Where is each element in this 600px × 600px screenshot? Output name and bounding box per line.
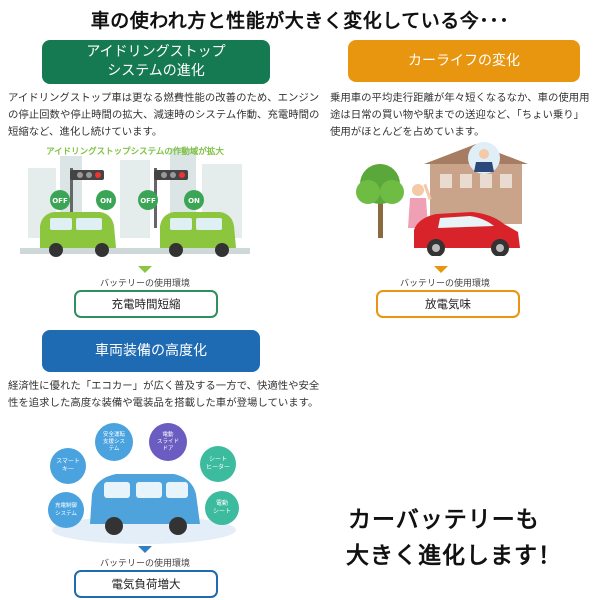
car-life-illustration xyxy=(356,142,528,256)
bubble-safety-line1: 安全運転 xyxy=(103,430,126,438)
bubble-heater-line2: ヒーター xyxy=(206,463,230,471)
bubble-power-slide-door: 電動 スライド ドア xyxy=(149,423,187,461)
equipment-env-box: 電気負荷増大 xyxy=(74,570,218,598)
idle-stop-title-pill: アイドリングストップ システムの進化 xyxy=(42,40,270,84)
bubble-safety-line3: テム xyxy=(109,445,120,452)
bubble-smart-key-line2: キー xyxy=(62,466,74,473)
idle-stop-env-value: 充電時間短縮 xyxy=(111,297,181,311)
bubble-seat-line2: シート xyxy=(213,508,231,515)
bubble-safety-line2: 支援シス xyxy=(103,437,125,445)
equipment-env-value: 電気負荷増大 xyxy=(111,577,181,591)
bubble-door-line1: 電動 xyxy=(162,430,174,438)
businessman-waving xyxy=(468,142,500,174)
equipment-title: 車両装備の高度化 xyxy=(95,342,207,359)
closing-line1: カーバッテリーも xyxy=(348,507,540,533)
car-life-description: 乗用車の平均走行距離が年々短くなるなか、車の使用用途は日常の買い物や駅までの送迎… xyxy=(330,92,590,138)
green-car-left xyxy=(40,212,116,257)
car-life-arrow xyxy=(434,266,448,273)
off-badge-right: OFF xyxy=(138,190,158,210)
bubble-door-line3: ドア xyxy=(162,445,174,452)
idle-stop-arrow xyxy=(138,266,152,273)
idle-stop-illustration: アイドリングストップシステムの作動域が拡大 OFF ON OFF ON xyxy=(20,146,250,257)
idle-stop-title-line1: アイドリングストップ xyxy=(86,44,226,60)
off-badge-text: OFF xyxy=(140,197,156,205)
off-badge-text: OFF xyxy=(52,197,68,205)
idle-stop-title-line2: システムの進化 xyxy=(107,63,205,79)
idle-stop-banner: アイドリングストップシステムの作動域が拡大 xyxy=(46,146,224,157)
idle-stop-env-label: バッテリーの使用環境 xyxy=(99,279,190,289)
on-badge-right: ON xyxy=(184,190,204,210)
car-life-title-pill: カーライフの変化 xyxy=(348,40,580,82)
equipment-arrow xyxy=(138,546,152,553)
equipment-illustration: スマート キー 安全運転 支援シス テム 電動 スライド ドア シート ヒーター… xyxy=(48,423,239,544)
on-badge-left: ON xyxy=(96,190,116,210)
page-title: 車の使われ方と性能が大きく変化している今･･･ xyxy=(90,10,510,32)
bubble-seat-line1: 電動 xyxy=(216,499,228,507)
equipment-title-pill: 車両装備の高度化 xyxy=(42,330,260,372)
car-life-env-value: 放電気味 xyxy=(425,297,471,311)
equipment-description: 経済性に優れた「エコカー」が広く普及する一方で、快適性や安全性を追求した高度な装… xyxy=(8,380,320,409)
equipment-env-label: バッテリーの使用環境 xyxy=(99,559,190,569)
bubble-safety-support: 安全運転 支援シス テム xyxy=(95,423,133,461)
tree xyxy=(356,164,404,238)
bubble-charge-control: 充電制御 システム xyxy=(48,492,84,528)
red-car xyxy=(414,212,520,256)
on-badge-text: ON xyxy=(188,197,200,205)
off-badge-left: OFF xyxy=(50,190,70,210)
green-car-right xyxy=(160,212,236,257)
car-life-env-box: 放電気味 xyxy=(376,290,520,318)
bubble-smart-key-line1: スマート xyxy=(56,458,80,465)
bubble-smart-key: スマート キー xyxy=(50,448,86,484)
traffic-light-left xyxy=(70,168,104,228)
bubble-charge-line1: 充電制御 xyxy=(55,501,78,509)
car-life-env-label: バッテリーの使用環境 xyxy=(399,279,490,289)
car-life-title: カーライフの変化 xyxy=(408,52,520,69)
on-badge-text: ON xyxy=(100,197,112,205)
closing-line2: 大きく進化します！ xyxy=(346,543,562,569)
bubble-seat-heater: シート ヒーター xyxy=(200,446,236,482)
bubble-door-line2: スライド xyxy=(157,438,179,445)
bubble-charge-line2: システム xyxy=(55,510,77,517)
bubble-power-seat: 電動 シート xyxy=(205,491,239,525)
blue-car xyxy=(90,474,200,535)
bubble-heater-line1: シート xyxy=(209,456,227,463)
idle-stop-description: アイドリングストップ車は更なる燃費性能の改善のため、エンジンの停止回数や停止時間… xyxy=(8,92,320,138)
idle-stop-env-box: 充電時間短縮 xyxy=(74,290,218,318)
